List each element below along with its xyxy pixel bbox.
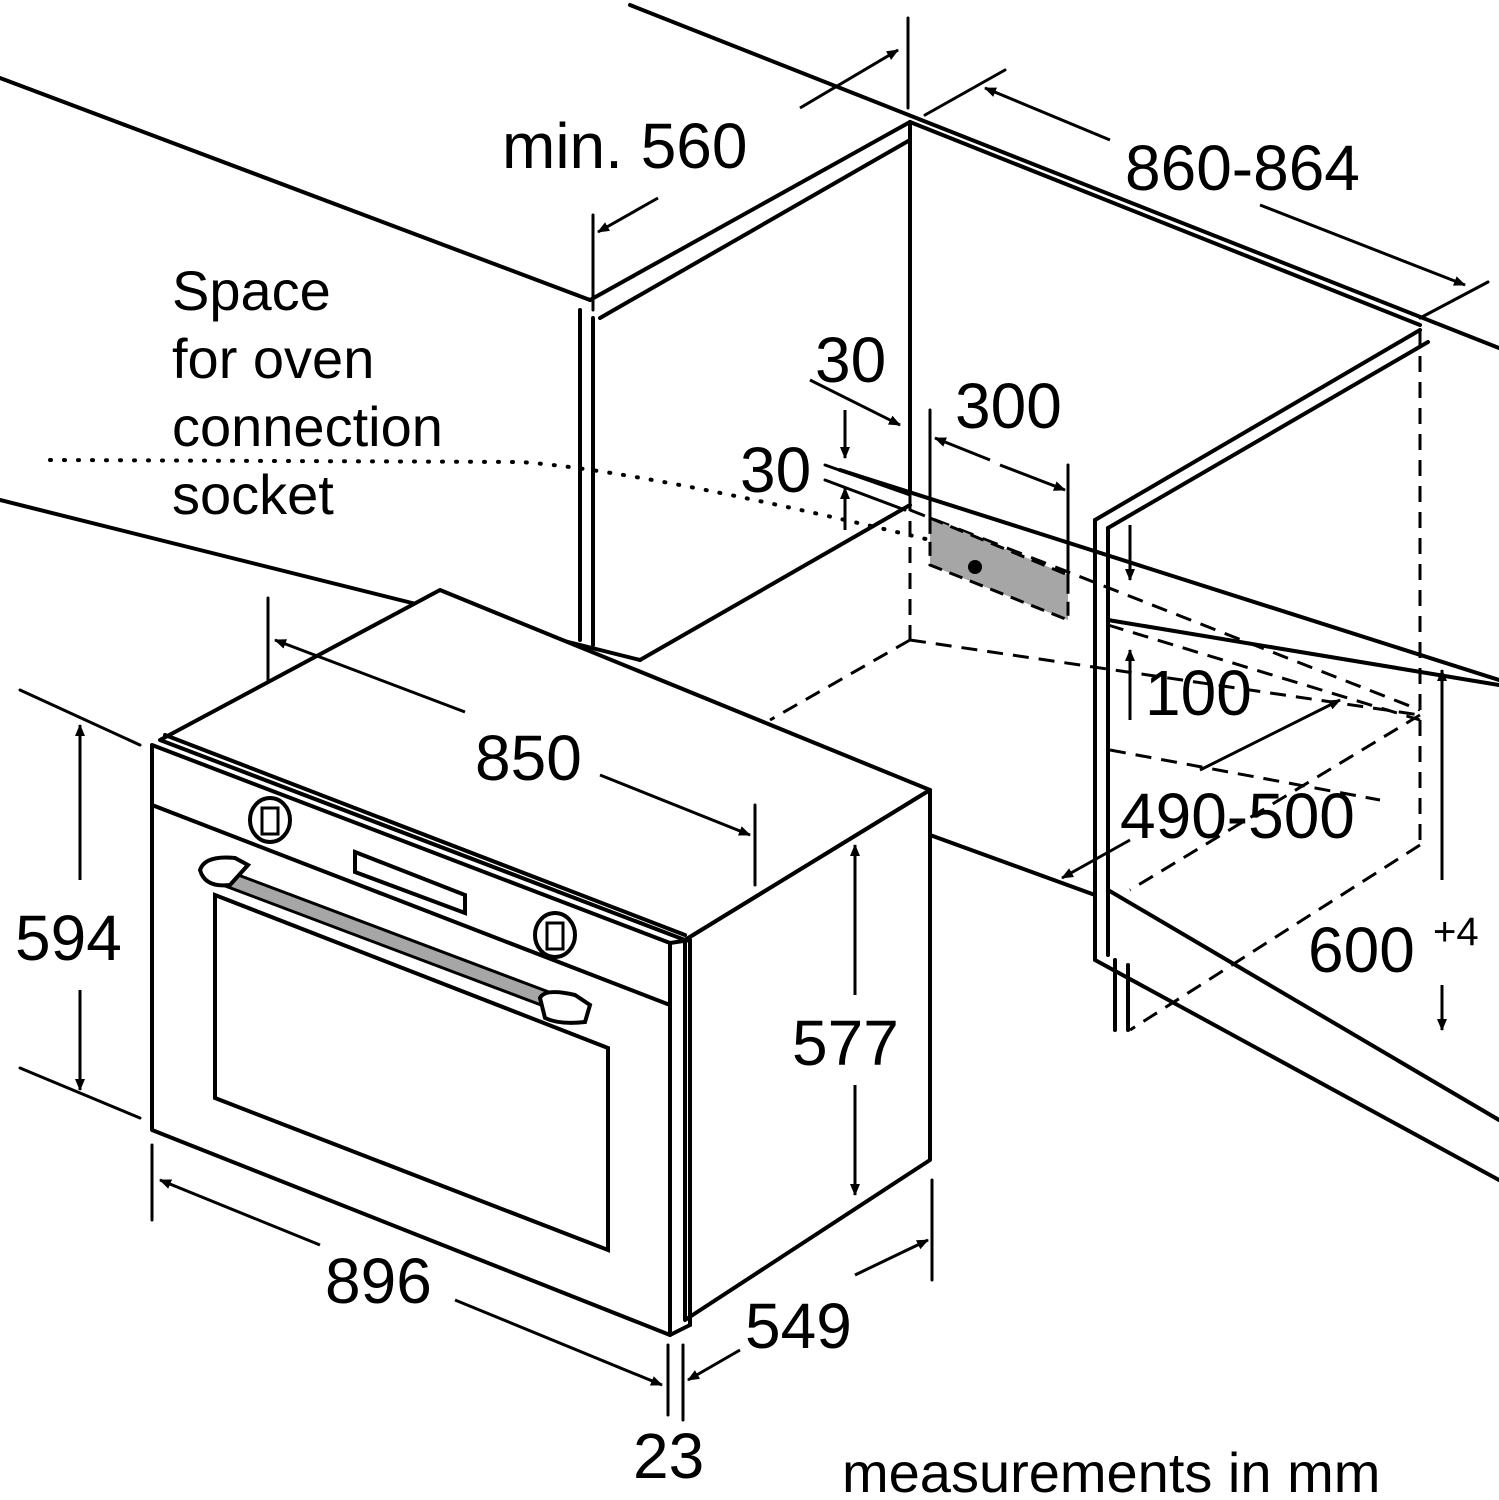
dim-300-arrow-left xyxy=(934,436,991,462)
socket-note: Space for oven connection socket xyxy=(172,259,443,526)
label-896: 896 xyxy=(325,1245,432,1317)
dim-30-side-arrow xyxy=(809,378,901,427)
label-300: 300 xyxy=(955,370,1062,442)
oven-front-edge-top xyxy=(668,938,692,945)
dim-896-arrow-left xyxy=(159,1178,321,1247)
niche-bottom-right-edge xyxy=(1129,843,1421,1032)
oven-front-edge-bottom xyxy=(668,1323,692,1337)
socket-zone xyxy=(928,515,1070,623)
label-30-top: 30 xyxy=(740,434,811,506)
right-cabinet-top-edge xyxy=(1093,328,1422,522)
socket-note-line-3: connection xyxy=(172,395,443,458)
ext-30-top-upper xyxy=(823,463,912,497)
dimension-lines xyxy=(18,16,1490,1422)
label-min-560: min. 560 xyxy=(502,110,747,182)
oven xyxy=(150,588,932,1337)
right-cabinet-back-edge xyxy=(1106,618,1499,687)
ext-594-top xyxy=(18,688,142,747)
right-cabinet-top-edge-inner xyxy=(1106,340,1430,530)
niche-floor-right-edge xyxy=(1129,713,1421,892)
oven-side xyxy=(683,788,932,1322)
niche-back-lower-dashed xyxy=(1109,748,1381,802)
ext-594-bottom xyxy=(18,1066,142,1120)
socket-area xyxy=(928,515,1070,623)
label-100: 100 xyxy=(1145,657,1252,729)
dim-490-arrow-back xyxy=(1199,698,1341,772)
dim-300-arrow-right xyxy=(999,463,1066,492)
dim-896-arrow-right xyxy=(454,1298,663,1387)
label-490-500: 490-500 xyxy=(1120,780,1355,852)
dim-min560-arrow-front xyxy=(597,196,659,234)
label-850: 850 xyxy=(475,722,582,794)
niche-back-mid-dashed xyxy=(1107,623,1421,722)
niche-floor-front-edge xyxy=(638,503,912,662)
dim-860-arrow-left xyxy=(984,86,1111,142)
socket-note-line-4: socket xyxy=(172,463,334,526)
upper-cabinet-top-rear-edge xyxy=(908,120,1422,327)
label-860-864: 860-864 xyxy=(1125,132,1360,204)
dim-549-arrow-left xyxy=(687,1348,741,1382)
upper-cabinet-bottom-left-edge xyxy=(0,76,592,302)
right-cabinet-bottom-edge xyxy=(1093,958,1499,1182)
display-panel xyxy=(353,849,467,916)
worktop-edge-lower xyxy=(1106,888,1499,1122)
label-594: 594 xyxy=(15,902,122,974)
left-knob xyxy=(248,796,292,844)
upper-cabinet xyxy=(0,3,1499,647)
label-549: 549 xyxy=(745,1290,852,1362)
socket-note-line-1: Space xyxy=(172,259,331,322)
label-30-side: 30 xyxy=(815,324,886,396)
socket-note-line-2: for oven xyxy=(172,327,374,390)
ext-860-right xyxy=(1418,280,1490,320)
upper-cabinet-corner-edge-inner xyxy=(598,138,912,320)
handle-right-bracket xyxy=(537,990,593,1025)
label-577: 577 xyxy=(792,1007,899,1079)
dim-850-arrow-right xyxy=(599,773,751,837)
niche-floor-lip xyxy=(928,833,1097,897)
oven-window xyxy=(213,892,610,1253)
right-knob xyxy=(533,911,577,959)
dim-490-arrow-front xyxy=(1061,838,1131,880)
niche-shelf-rear-line xyxy=(838,468,1499,682)
dim-549-arrow-right xyxy=(854,1238,929,1277)
dimension-labels: min. 560 860-864 30 300 30 100 490-500 6… xyxy=(15,110,1479,1492)
niche-floor-left-edge xyxy=(769,638,911,722)
label-23: 23 xyxy=(633,1420,704,1492)
right-cabinet xyxy=(1093,328,1499,1182)
label-600: 600 xyxy=(1308,914,1415,986)
label-600-tolerance: +4 xyxy=(1433,910,1479,954)
ext-860-left xyxy=(923,68,1007,117)
control-panel-divider xyxy=(150,803,672,1007)
upper-cabinet-corner-edge xyxy=(588,120,912,302)
dim-850-arrow-left xyxy=(274,638,466,714)
handle-left-bracket xyxy=(197,855,252,888)
units-note: measurements in mm xyxy=(842,1441,1380,1500)
socket-point xyxy=(968,560,982,574)
dim-860-arrow-right xyxy=(1259,203,1466,287)
oven-front-top-lip xyxy=(163,733,687,937)
dim-min560-arrow-back xyxy=(799,48,899,110)
upper-cabinet-back-top-edge xyxy=(628,3,1499,350)
ext-30-top-lower xyxy=(823,478,907,512)
